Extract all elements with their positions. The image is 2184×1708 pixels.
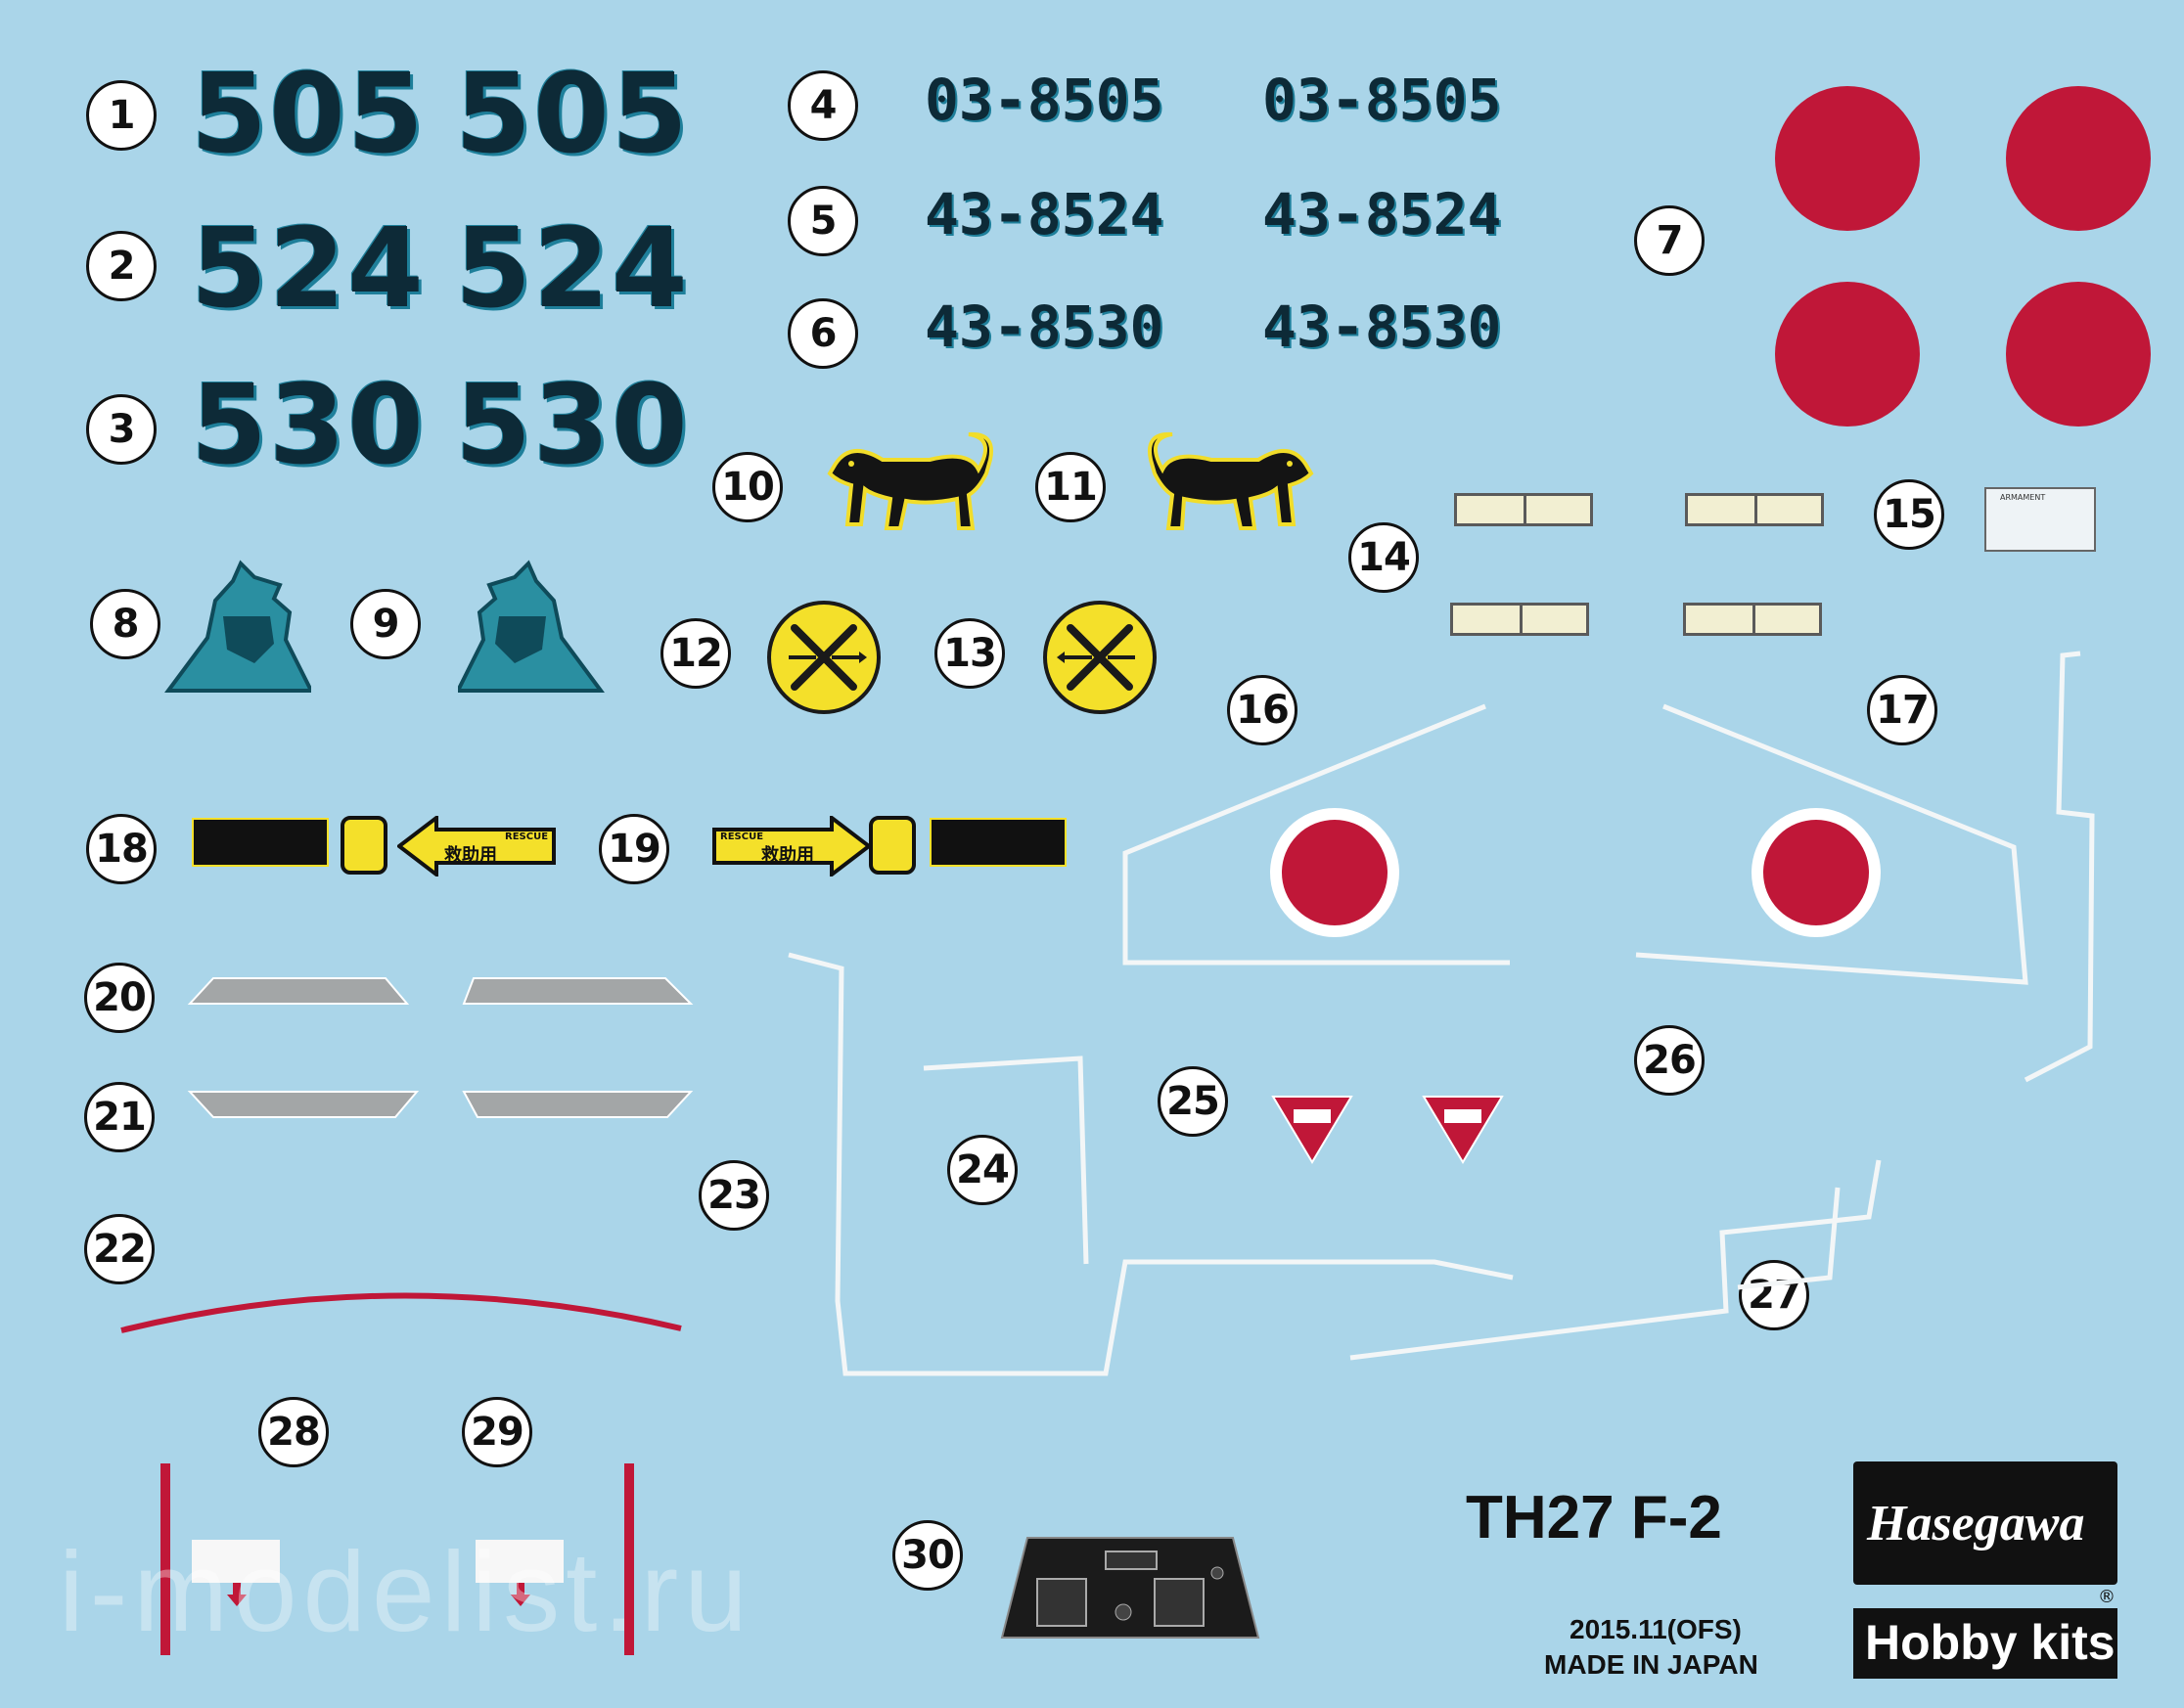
hobby-kits-text: Hobby kits [1865, 1615, 2116, 1670]
rescue-jp-label: 救助用 [761, 845, 814, 866]
handle-icon [869, 816, 916, 875]
serial-03-8505-right: 03-8505 [1262, 67, 1502, 133]
code-505-left: 505 [191, 51, 426, 178]
decal-number-12: 12 [660, 618, 731, 689]
code-524-left: 524 [191, 205, 426, 333]
serial-43-8530-left: 43-8530 [925, 293, 1164, 360]
decal-number-8: 8 [90, 589, 160, 659]
decal-number-4: 4 [788, 70, 858, 141]
decal-number-9: 9 [350, 589, 421, 659]
serial-43-8524-left: 43-8524 [925, 181, 1164, 247]
decal-number-18: 18 [86, 814, 157, 884]
code-530-right: 530 [455, 362, 690, 489]
decal-number-20: 20 [84, 963, 155, 1033]
decal-number-1: 1 [86, 80, 157, 151]
decal-number-23: 23 [699, 1160, 769, 1231]
panther-emblem-icon [827, 431, 993, 530]
instrument-panel-decal [1000, 1537, 1260, 1639]
made-in-label: MADE IN JAPAN [1544, 1649, 1758, 1680]
decal-number-25: 25 [1158, 1066, 1228, 1137]
hinomaru-roundel-white-border [1752, 808, 1881, 937]
hook-warning-stripe [624, 1463, 634, 1655]
samurai-helmet-icon [458, 560, 605, 693]
decal-number-10: 10 [712, 452, 783, 522]
rescue-label: RESCUE [720, 832, 764, 842]
decal-number-28: 28 [258, 1397, 329, 1467]
decal-number-29: 29 [462, 1397, 532, 1467]
rescue-label: RESCUE [505, 832, 549, 842]
rescue-jp-label: 救助用 [444, 845, 497, 866]
date-code: 2015.11(OFS) [1570, 1614, 1742, 1644]
decal-number-14: 14 [1348, 522, 1419, 593]
decal-number-24: 24 [947, 1135, 1018, 1205]
code-505-right: 505 [455, 51, 690, 178]
hinomaru-roundel [2006, 282, 2151, 427]
decal-number-27: 27 [1739, 1260, 1809, 1330]
decal-number-11: 11 [1035, 452, 1106, 522]
hook-warning-stripe [160, 1463, 170, 1655]
code-530-left: 530 [191, 362, 426, 489]
hinomaru-roundel [1775, 282, 1920, 427]
serial-03-8505-left: 03-8505 [925, 67, 1164, 133]
decal-number-16: 16 [1227, 675, 1297, 745]
hobby-kits-banner [1853, 1608, 2117, 1679]
instruction-panel [930, 818, 1067, 867]
rescue-placard-left: RESCUE 救助用 [192, 816, 556, 876]
kit-title: TH27 F-2 [1466, 1484, 1722, 1551]
panther-emblem-icon [1148, 431, 1314, 530]
decal-number-5: 5 [788, 186, 858, 256]
instruction-panel [192, 818, 329, 867]
handle-icon [341, 816, 387, 875]
serial-43-8524-right: 43-8524 [1262, 181, 1502, 247]
warning-triangle-icon [1422, 1096, 1504, 1164]
decal-number-19: 19 [599, 814, 669, 884]
hook-warning-label [476, 1540, 564, 1583]
hasegawa-logo [1853, 1461, 2117, 1585]
crossed-swords-emblem-icon [767, 601, 881, 714]
hinomaru-roundel [2006, 86, 2151, 231]
decal-number-22: 22 [84, 1214, 155, 1284]
walkway-strip [1454, 493, 1593, 526]
rescue-arrow-icon [397, 816, 556, 876]
decal-number-30: 30 [892, 1520, 963, 1591]
armament-placard: ARMAMENT [1984, 487, 2096, 552]
walkway-strip [1685, 493, 1824, 526]
warning-triangle-icon [1271, 1096, 1353, 1164]
grey-panel-decals [187, 977, 694, 1118]
samurai-helmet-icon [164, 560, 311, 693]
registered-mark: ® [2098, 1587, 2116, 1607]
decal-number-13: 13 [934, 618, 1005, 689]
decal-number-26: 26 [1634, 1025, 1705, 1096]
decal-number-21: 21 [84, 1082, 155, 1152]
code-524-right: 524 [455, 205, 690, 333]
watermark: i-modelist.ru [59, 1528, 753, 1655]
arrow-down-icon [511, 1583, 530, 1606]
decal-number-3: 3 [86, 394, 157, 465]
serial-43-8530-right: 43-8530 [1262, 293, 1502, 360]
arrow-down-icon [227, 1583, 247, 1606]
decal-number-2: 2 [86, 231, 157, 301]
rescue-arrow-icon [712, 816, 871, 876]
crossed-swords-emblem-icon [1043, 601, 1157, 714]
hinomaru-roundel-white-border [1270, 808, 1399, 937]
decal-number-7: 7 [1634, 205, 1705, 276]
decal-number-17: 17 [1867, 675, 1937, 745]
decal-number-15: 15 [1874, 479, 1944, 550]
walkway-strip [1450, 603, 1589, 636]
hasegawa-logo-text: Hasegawa [1867, 1496, 2085, 1551]
walkway-strip [1683, 603, 1822, 636]
hasegawa-logo-box: Hasegawa ® Hobby kits [1853, 1461, 2119, 1681]
hook-warning-label [192, 1540, 280, 1583]
red-stripe-decal [120, 1292, 682, 1333]
hinomaru-roundel [1775, 86, 1920, 231]
rescue-placard-right: RESCUE 救助用 [712, 816, 1076, 876]
decal-number-6: 6 [788, 298, 858, 369]
armament-label: ARMAMENT [2000, 493, 2046, 502]
